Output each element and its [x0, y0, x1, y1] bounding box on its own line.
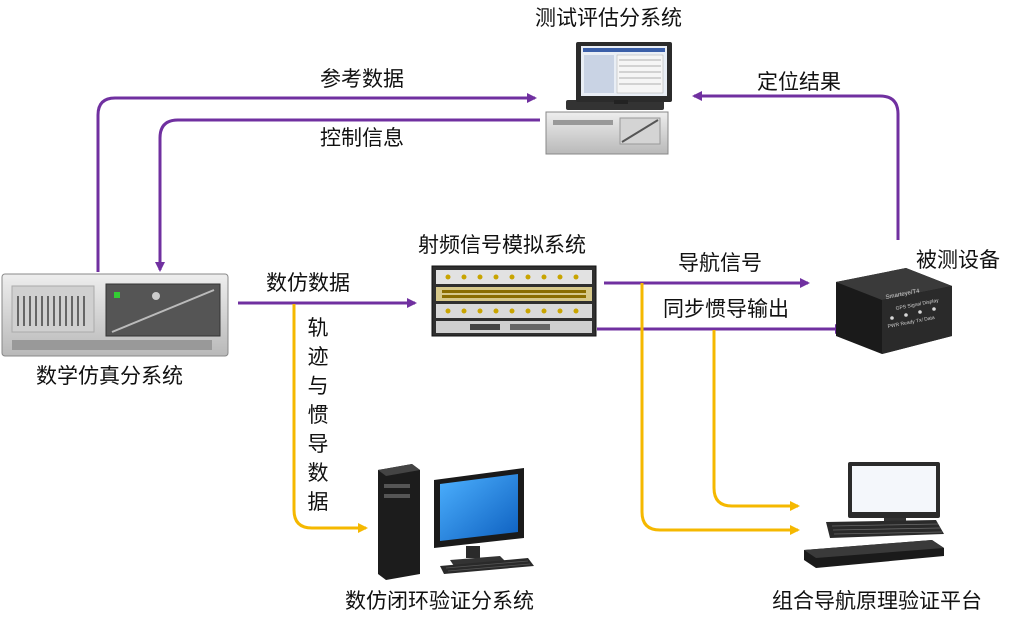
edge-imu-to-platform	[712, 330, 800, 511]
edge-ref-data	[96, 93, 537, 272]
test-eval-workstation-icon	[545, 42, 672, 155]
edge-label-positioning-result: 定位结果	[757, 70, 841, 94]
edge-label-sync-imu-output: 同步惯导输出	[663, 297, 789, 321]
edge-label-sim-data: 数仿数据	[266, 271, 350, 295]
closed-loop-pc-icon	[378, 464, 534, 580]
node-label-integrated-nav: 组合导航原理验证平台	[772, 589, 982, 613]
node-label-rf-sim: 射频信号模拟系统	[418, 233, 586, 257]
node-label-dut: 被测设备	[916, 248, 1000, 272]
digital-sim-rack-icon	[1, 273, 229, 357]
edge-label-ref-data: 参考数据	[320, 67, 404, 91]
node-label-test-eval: 测试评估分系统	[535, 6, 682, 30]
edge-nav-to-platform	[640, 283, 800, 535]
node-label-closed-loop: 数仿闭环验证分系统	[345, 589, 534, 613]
edge-control-info	[155, 118, 540, 272]
edge-label-trajectory-imu: 轨迹与惯导数据	[307, 316, 329, 514]
edge-label-control-info: 控制信息	[320, 126, 404, 150]
node-label-digital-sim: 数学仿真分系统	[36, 364, 183, 388]
dut-box-icon: Smarteye/T4 GPS Signal Display PWR Ready…	[836, 268, 952, 354]
edge-trajectory-imu	[292, 304, 368, 533]
rf-chassis-icon	[431, 265, 597, 337]
integrated-nav-platform-icon	[804, 462, 944, 568]
edge-positioning-result	[692, 91, 900, 240]
edge-label-nav-signal: 导航信号	[678, 251, 762, 275]
